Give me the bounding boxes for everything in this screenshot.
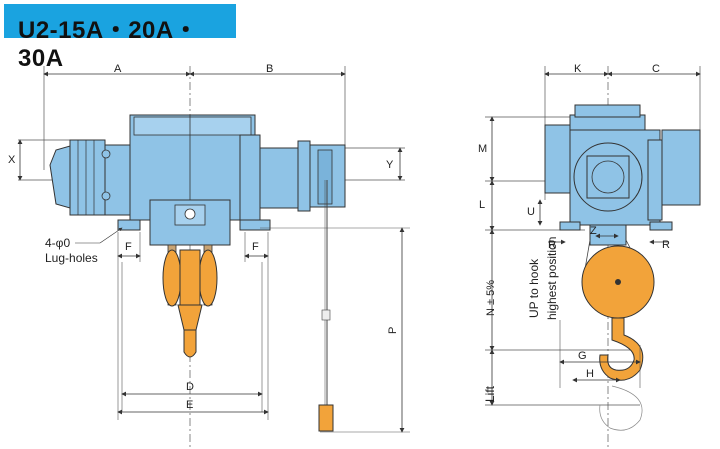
side-view: X Y A B F F D E P 4-φ0 <box>8 63 410 449</box>
pendant-switch <box>318 404 334 432</box>
dim-c-label: C <box>652 63 660 75</box>
page-title: U2-15A・20A・30A <box>18 17 199 72</box>
dim-f2-label: F <box>252 241 259 253</box>
dim-m-label: M <box>478 143 487 155</box>
up-to-hook-label: UP to hook <box>527 258 541 318</box>
motor <box>49 139 131 216</box>
title-box: U2-15A・20A・30A <box>4 4 236 72</box>
title-bar: U2-15A・20A・30A <box>0 0 720 72</box>
dim-x-label: X <box>8 154 16 166</box>
highest-position-label: highest position <box>545 237 559 320</box>
front-view: K C M L U R R <box>478 63 701 449</box>
lift-label: Lift <box>483 385 497 402</box>
dim-k-label: K <box>574 63 582 75</box>
dim-e-label: E <box>186 399 193 411</box>
dim-h-label: H <box>586 368 594 380</box>
hook-block <box>162 244 218 358</box>
dim-r2-label: R <box>662 239 670 251</box>
dim-p-label: P <box>387 327 399 334</box>
dim-z-label: Z <box>590 225 597 237</box>
dim-r1-label: R <box>548 239 556 251</box>
dim-y-label: Y <box>386 159 394 171</box>
main-body <box>117 114 346 246</box>
dim-l-label: L <box>479 199 485 211</box>
dim-d-label: D <box>186 381 194 393</box>
dim-n-label: N ± 5% <box>485 280 497 316</box>
dim-g-label: G <box>578 350 587 362</box>
dim-f1-label: F <box>125 241 132 253</box>
dim-u-label: U <box>527 206 535 218</box>
dim-a-label: A <box>114 63 122 75</box>
dim-b-label: B <box>266 63 273 75</box>
lug-note: 4-φ0 <box>45 236 70 250</box>
lug-holes-label: Lug-holes <box>45 251 98 265</box>
